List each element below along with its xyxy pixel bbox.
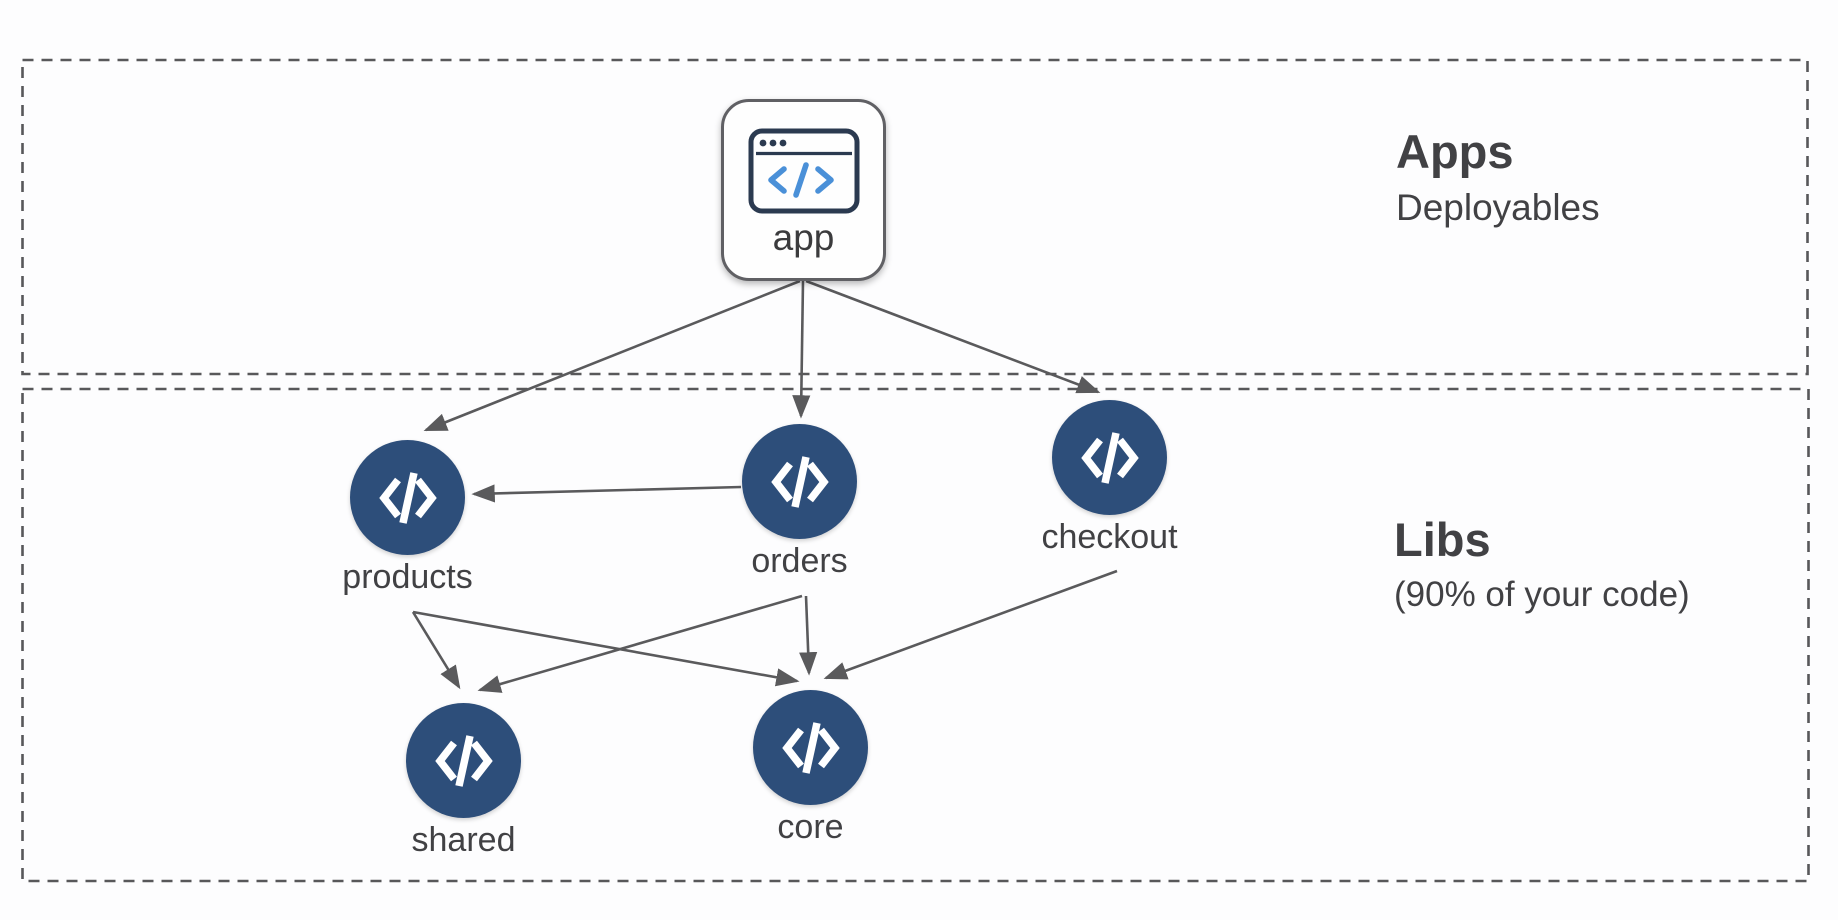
edge-app-checkout <box>805 279 1101 394</box>
code-icon <box>753 690 868 805</box>
node-shared-label: shared <box>411 821 516 859</box>
node-checkout: checkout <box>1041 400 1178 556</box>
browser-code-icon <box>748 128 859 214</box>
libs-section-subtitle: (90% of your code) <box>1394 574 1690 614</box>
libs-section-title: Libs <box>1394 513 1491 566</box>
code-icon <box>406 703 521 818</box>
apps-section-subtitle: Deployables <box>1396 186 1600 228</box>
node-products: products <box>342 440 473 596</box>
node-core: core <box>753 690 868 846</box>
code-icon <box>1052 400 1167 515</box>
node-app-label: app <box>772 217 835 258</box>
edge-checkout-core <box>823 569 1118 680</box>
edge-orders-products <box>471 484 742 503</box>
libs-section-box <box>21 387 1810 883</box>
edge-app-orders <box>792 280 811 419</box>
edge-products-shared <box>411 611 461 690</box>
libs-section-label: Libs (90% of your code) <box>1394 513 1690 616</box>
node-checkout-label: checkout <box>1041 518 1178 556</box>
node-products-label: products <box>342 558 473 596</box>
node-orders-label: orders <box>751 542 848 580</box>
apps-section-label: Apps Deployables <box>1396 125 1600 230</box>
edge-app-products <box>423 279 801 432</box>
node-orders: orders <box>742 424 857 580</box>
edge-orders-shared <box>477 594 803 693</box>
edge-orders-core <box>799 595 818 676</box>
node-app: app <box>721 99 886 281</box>
edge-products-core <box>412 610 800 687</box>
node-shared: shared <box>406 703 521 859</box>
node-core-label: core <box>777 808 844 846</box>
apps-section-title: Apps <box>1396 125 1514 178</box>
code-icon <box>742 424 857 539</box>
code-icon <box>350 440 465 555</box>
